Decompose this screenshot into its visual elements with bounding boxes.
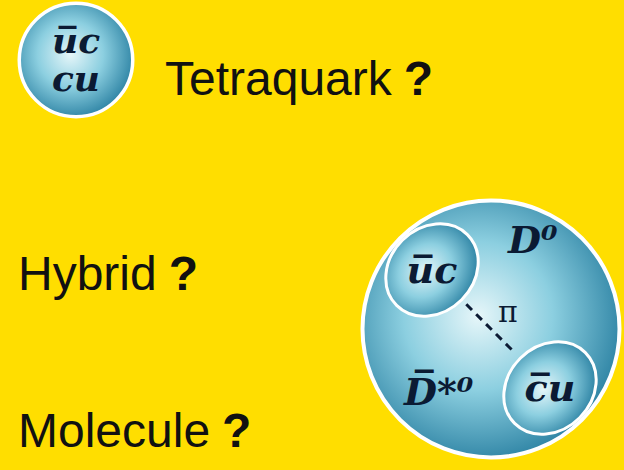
tetraquark-circle: u̅c cu xyxy=(17,1,135,119)
particle-text: u̅c xyxy=(407,250,458,290)
question-mark: ? xyxy=(404,52,433,105)
label-box: Tetraquark xyxy=(165,51,392,106)
label-box: ? xyxy=(169,246,198,301)
structure-label: Molecule xyxy=(18,404,210,457)
particle-text: c̅u xyxy=(525,368,576,408)
meson-ellipse: u̅c xyxy=(380,218,484,322)
label-box: ? xyxy=(222,403,251,458)
pion-label: π xyxy=(498,294,518,329)
particle-text: D̅*⁰ xyxy=(404,372,473,412)
structure-label: Tetraquark xyxy=(165,52,392,105)
question-mark: ? xyxy=(169,247,198,300)
circle-outline xyxy=(360,198,622,460)
meson-ellipse: c̅u xyxy=(498,336,602,440)
molecule-circle: D⁰ D̅*⁰ u̅c c̅u xyxy=(360,198,622,460)
structure-label: Hybrid xyxy=(18,247,157,300)
label-box: Molecule xyxy=(18,403,210,458)
particle-ball xyxy=(19,3,133,117)
particle-text: u̅c cu xyxy=(52,22,100,98)
particle-ball xyxy=(363,201,620,458)
edge-label-box: π xyxy=(498,295,518,328)
particle-text: D⁰ xyxy=(508,220,558,260)
meson-shape xyxy=(367,205,497,335)
question-mark: ? xyxy=(222,404,251,457)
label-box: Hybrid xyxy=(18,246,157,301)
label-box: ? xyxy=(404,51,433,106)
meson-shape xyxy=(485,323,615,453)
